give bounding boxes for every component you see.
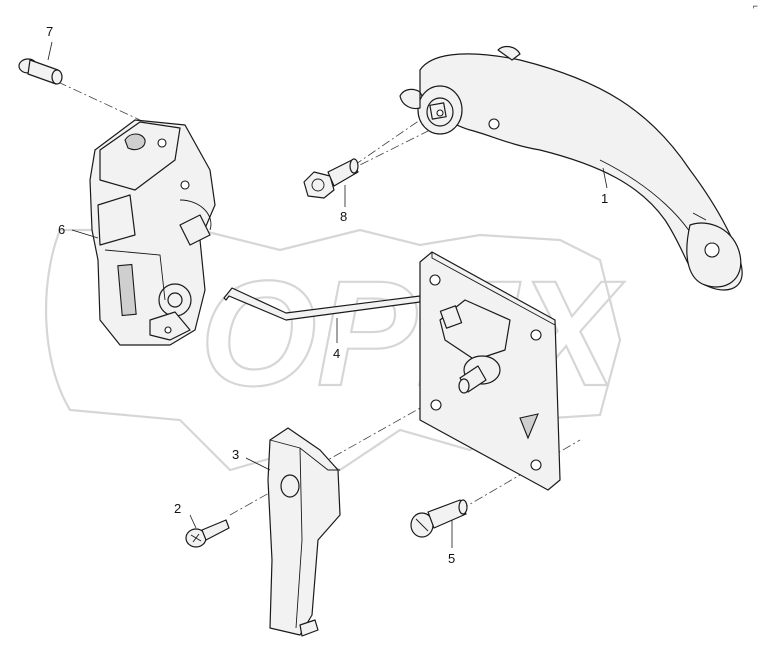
callout-1: 1 [601,191,608,206]
callout-7: 7 [46,24,53,39]
callout-leaders [47,41,608,548]
callout-8: 8 [340,209,347,224]
watermark-text: OPEX [200,249,625,417]
callout-5: 5 [448,551,455,566]
door-pull-handle-icon [399,45,743,291]
callout-6: 6 [58,222,65,237]
lock-mechanism-icon [89,119,216,346]
lever-handle-icon [267,427,341,637]
hex-bolt-icon [303,158,359,199]
callout-labels: 1 2 3 4 5 6 7 8 [46,24,608,566]
phillips-screw-icon [185,519,230,548]
slotted-screw-icon [410,499,468,538]
callout-2: 2 [174,501,181,516]
mounting-plate-icon [419,251,561,491]
callout-4: 4 [333,346,340,361]
pin-icon [18,58,63,85]
callout-3: 3 [232,447,239,462]
corner-mark: ⌐ [752,1,758,11]
